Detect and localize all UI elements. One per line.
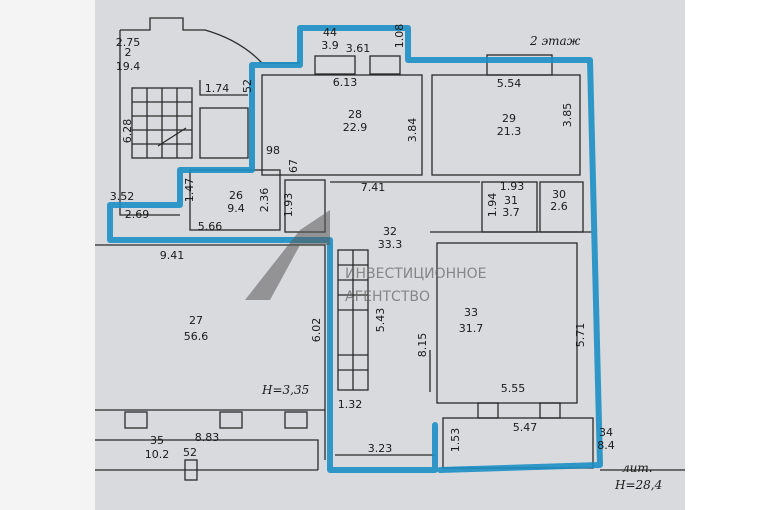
dimension: 1.47 (183, 178, 196, 203)
dimension: 52 (241, 79, 254, 93)
dimension: 5.54 (497, 77, 522, 90)
room-area: 9.4 (227, 202, 245, 215)
room-number: 2 (125, 46, 132, 59)
room-number: 27 (189, 314, 203, 327)
room-area: 33.3 (378, 238, 403, 251)
room-number: 26 (229, 189, 243, 202)
dimension: 3.23 (368, 442, 393, 455)
lit-label: лит. (622, 461, 653, 475)
left-margin (0, 0, 95, 510)
room-area: 56.6 (184, 330, 209, 343)
room-area: 22.9 (343, 121, 368, 134)
watermark: ИНВЕСТИЦИОННОЕ АГЕНТСТВО (245, 210, 487, 305)
room-area: 2.6 (550, 200, 568, 213)
dimension-labels: 2.75 1.74 52 6.28 3.52 2.69 1.47 2.36 1.… (110, 24, 587, 459)
dimension: 6.02 (310, 318, 323, 343)
dimension: 3.84 (406, 118, 419, 143)
dimension: 8.83 (195, 431, 220, 444)
room-area: 8.4 (597, 439, 615, 452)
dimension: 98 (266, 144, 280, 157)
dimension: 67 (287, 159, 300, 173)
room-number: 44 (323, 26, 337, 39)
dimension: 1.93 (500, 180, 525, 193)
dimension: 1.32 (338, 398, 363, 411)
dimension: 8.15 (416, 333, 429, 358)
dimension: 6.13 (333, 76, 358, 89)
room-number: 29 (502, 112, 516, 125)
dimension: 5.66 (198, 220, 223, 233)
dimension: 1.08 (393, 24, 406, 49)
building-height: H=28,4 (614, 478, 662, 492)
dimension: 3.85 (561, 103, 574, 128)
room-number: 31 (504, 194, 518, 207)
room-number: 32 (383, 225, 397, 238)
watermark-line2: АГЕНТСТВО (345, 289, 430, 305)
dimension: 1.53 (449, 428, 462, 453)
ceiling-height: H=3,35 (261, 383, 309, 397)
floor-label: 2 этаж (529, 34, 581, 48)
room-number: 33 (464, 306, 478, 319)
room-area: 21.3 (497, 125, 522, 138)
room-area: 10.2 (145, 448, 170, 461)
dimension: 5.43 (374, 308, 387, 333)
room-area: 3.9 (321, 39, 339, 52)
room-labels: 2 19.4 26 9.4 27 56.6 28 22.9 29 21.3 30… (116, 26, 615, 461)
dimension: 5.71 (574, 323, 587, 348)
walls (95, 17, 685, 481)
room-number: 30 (552, 188, 566, 201)
dimension: 2.36 (258, 188, 271, 213)
apartment-outline (107, 25, 603, 473)
room-number: 28 (348, 108, 362, 121)
dimension: 3.61 (346, 42, 371, 55)
dimension: 5.55 (501, 382, 526, 395)
dimension: 52 (183, 446, 197, 459)
agency-logo (245, 210, 330, 300)
dimension: 2.69 (125, 208, 150, 221)
room-number: 35 (150, 434, 164, 447)
dimension: 1.94 (486, 193, 499, 218)
dimension: 7.41 (361, 181, 386, 194)
dimension: 3.52 (110, 190, 135, 203)
dimension: 2.75 (116, 36, 141, 49)
room-area: 3.7 (502, 206, 520, 219)
room-number: 34 (599, 426, 613, 439)
room-area: 19.4 (116, 60, 141, 73)
dimension: 6.28 (121, 119, 134, 144)
room-area: 31.7 (459, 322, 484, 335)
dimension: 1.93 (282, 193, 295, 218)
dimension: 1.74 (205, 82, 230, 95)
dimension: 9.41 (160, 249, 185, 262)
watermark-line1: ИНВЕСТИЦИОННОЕ (345, 266, 487, 282)
dimension: 5.47 (513, 421, 538, 434)
height-labels: H=3,35 лит. H=28,4 (261, 383, 662, 492)
paper-background (95, 0, 685, 510)
